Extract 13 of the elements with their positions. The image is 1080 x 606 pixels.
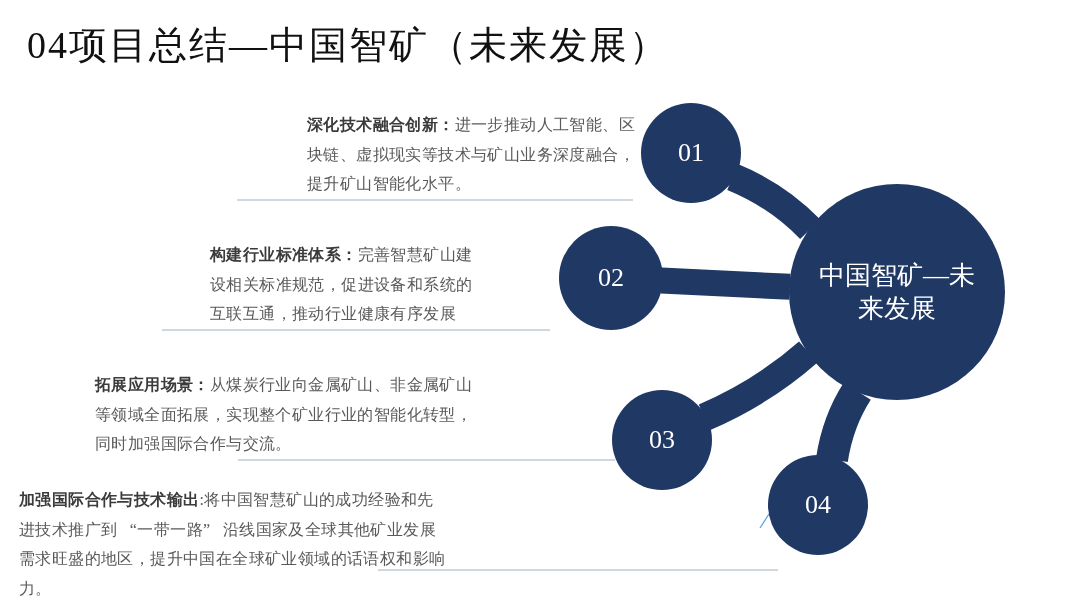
- step-number: 04: [805, 490, 831, 520]
- page-title: 04项目总结—中国智矿（未来发展）: [27, 23, 669, 68]
- center-label: 中国智矿—未来发展: [818, 260, 976, 325]
- connector-arm: [698, 341, 818, 431]
- description-text: 拓展应用场景：从煤炭行业向金属矿山、非金属矿山等领域全面拓展，实现整个矿业行业的智能化转型，同时加强国际合作与交流。: [95, 375, 474, 454]
- description-text: 构建行业标准体系：完善智慧矿山建设相关标准规范，促进设备和系统的互联互通，推动行业健康有序发展: [210, 245, 474, 324]
- description-text: 加强国际合作与技术输出:将中国智慧矿山的成功经验和先进技术推广到 “一带一路” 沿线国家及全球其他矿业发展需求旺盛的地区，提升中国在全球矿业领域的话语权和影响力。: [19, 490, 447, 599]
- connector-arm: [660, 267, 791, 300]
- step-number: 02: [598, 263, 624, 293]
- step-number: 01: [678, 138, 704, 168]
- description-text: 深化技术融合创新：进一步推动人工智能、区块链、虚拟现实等技术与矿山业务深度融合，提升矿山智能化水平。: [307, 115, 636, 194]
- step-number: 03: [649, 425, 675, 455]
- connector-arm: [727, 164, 821, 240]
